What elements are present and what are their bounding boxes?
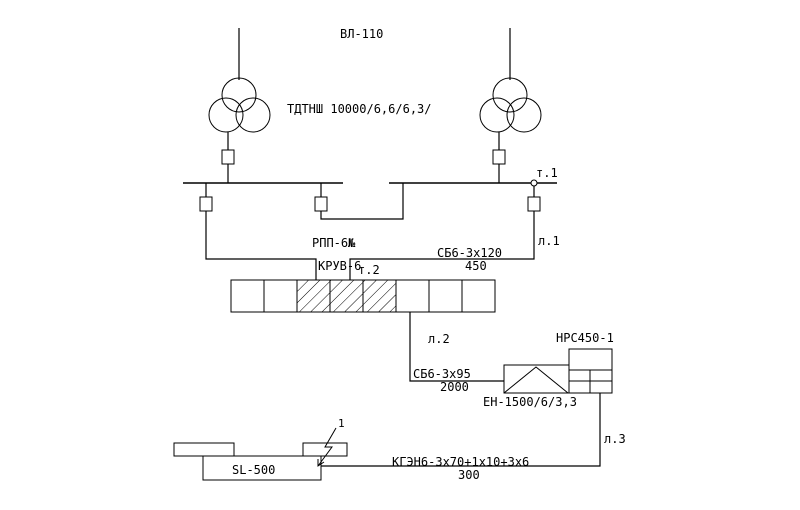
outgoing-cable-l2 [409, 312, 504, 382]
line-l2-label: л.2 [428, 332, 450, 346]
cable-3-label: КГЭН6-3х70+1х10+3х6 [392, 455, 529, 469]
fault-marker-icon [317, 427, 337, 467]
fault-marker-label: 1 [338, 417, 345, 430]
transformer-left-icon [208, 77, 271, 133]
cable-1-label: СБ6-3х120 [437, 246, 502, 260]
feeder-left-cable [205, 211, 317, 280]
en-label: ЕН-1500/6/3,3 [483, 395, 577, 409]
switchgear-cell [362, 279, 397, 313]
outgoing-cable-l3 [321, 393, 601, 467]
overhead-line-label: ВЛ-110 [340, 27, 383, 41]
switchgear-cell [296, 279, 331, 313]
kruv-label: КРУВ-6 [318, 259, 361, 273]
breaker-left-icon [221, 149, 235, 165]
feeder-left-breaker-icon [199, 196, 213, 212]
switchgear-cell [395, 279, 430, 313]
nrs-unit-icon [568, 348, 613, 394]
switchgear-cell [329, 279, 364, 313]
cable-2-length: 2000 [440, 380, 469, 394]
point-t1-label: т.1 [536, 166, 558, 180]
rpp-label: РПП-6№ [312, 236, 355, 250]
fault-arrow-head [317, 459, 325, 467]
sectional-breaker-icon [314, 196, 328, 212]
line-l3-label: л.3 [604, 432, 626, 446]
switchgear-cell [461, 279, 496, 313]
cable-3-length: 300 [458, 468, 480, 482]
sl-500-unit-icon [173, 442, 348, 481]
en-unit-icon [503, 364, 570, 394]
cable-2-label: СБ6-3х95 [413, 367, 471, 381]
feeder-right-breaker-icon [527, 196, 541, 212]
feeder-right-cable [349, 211, 535, 280]
point-t2-label: т.2 [358, 263, 380, 277]
transformer-right-icon [479, 77, 542, 133]
switchgear-cell [230, 279, 265, 313]
nrs-label: НРС450-1 [556, 331, 614, 345]
cable-1-length: 450 [465, 259, 487, 273]
line-l1-label: л.1 [538, 234, 560, 248]
switchgear-cell [428, 279, 463, 313]
breaker-right-icon [492, 149, 506, 165]
switchgear-cell [263, 279, 298, 313]
switchgear-kruv [230, 279, 496, 313]
point-t1-icon [530, 179, 538, 187]
transformer-label: ТДТНШ 10000/6,6/6,3/ [287, 102, 432, 116]
sectional-link [320, 183, 404, 220]
sl-500-label: SL-500 [232, 463, 275, 477]
